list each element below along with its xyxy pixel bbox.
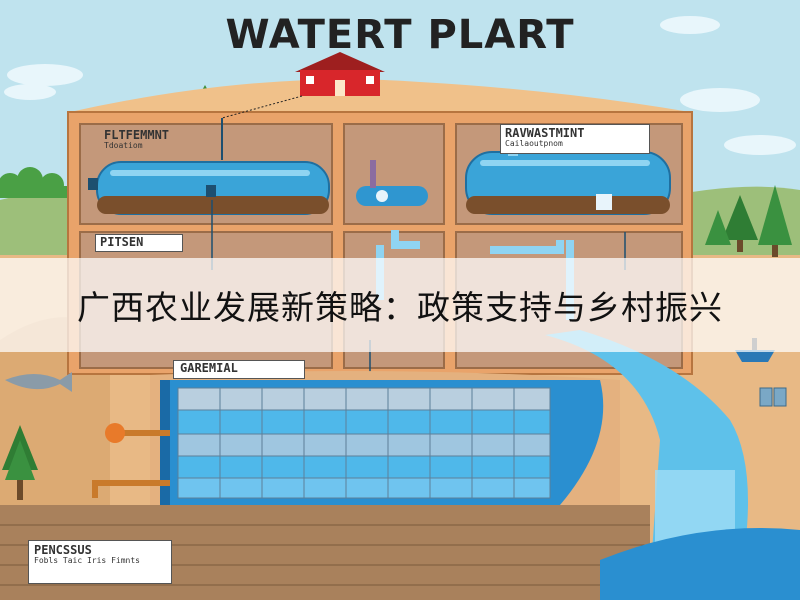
diagram-title: WATERT PLART	[225, 12, 575, 58]
label-process-text: PENCSSUS	[34, 543, 92, 557]
label-process: PENCSSUS Fobls Taic Iris Fimnts	[28, 540, 172, 584]
label-filtration-text: FLTFEMMNT	[104, 128, 170, 142]
banner-text: 广西农业发展新策略：政策支持与乡村振兴	[77, 288, 723, 327]
label-raw-water-sub: Cailaoutpnom	[505, 139, 563, 148]
house-icon	[295, 52, 385, 96]
lake	[600, 528, 800, 600]
tree-icon	[705, 185, 792, 257]
overlay-banner: 广西农业发展新策略：政策支持与乡村振兴	[0, 258, 800, 352]
label-pool: GAREMIAL	[173, 360, 305, 379]
label-pitsen: PITSEN	[95, 234, 183, 252]
label-raw-water-text: RAVWASTMINT	[505, 126, 585, 140]
raw-water-tank	[465, 148, 671, 215]
valve-icon	[92, 423, 170, 498]
label-pool-text: GAREMIAL	[180, 361, 238, 375]
tree-icon	[2, 425, 38, 500]
pump-icon	[356, 160, 428, 206]
filtration-tank	[88, 161, 330, 215]
clouds	[4, 16, 796, 155]
tree-icon	[0, 167, 70, 198]
label-process-sub: Fobls Taic Iris Fimnts	[34, 556, 140, 565]
label-pitsen-text: PITSEN	[100, 235, 144, 249]
fish-icon	[5, 372, 72, 392]
filter-bed	[177, 387, 551, 499]
label-filtration: FLTFEMMNT Tdoatiom	[100, 127, 204, 153]
crates-icon	[759, 387, 787, 407]
label-raw-water: RAVWASTMINT Cailaoutpnom	[500, 124, 650, 154]
label-filtration-sub: Tdoatiom	[104, 141, 143, 150]
